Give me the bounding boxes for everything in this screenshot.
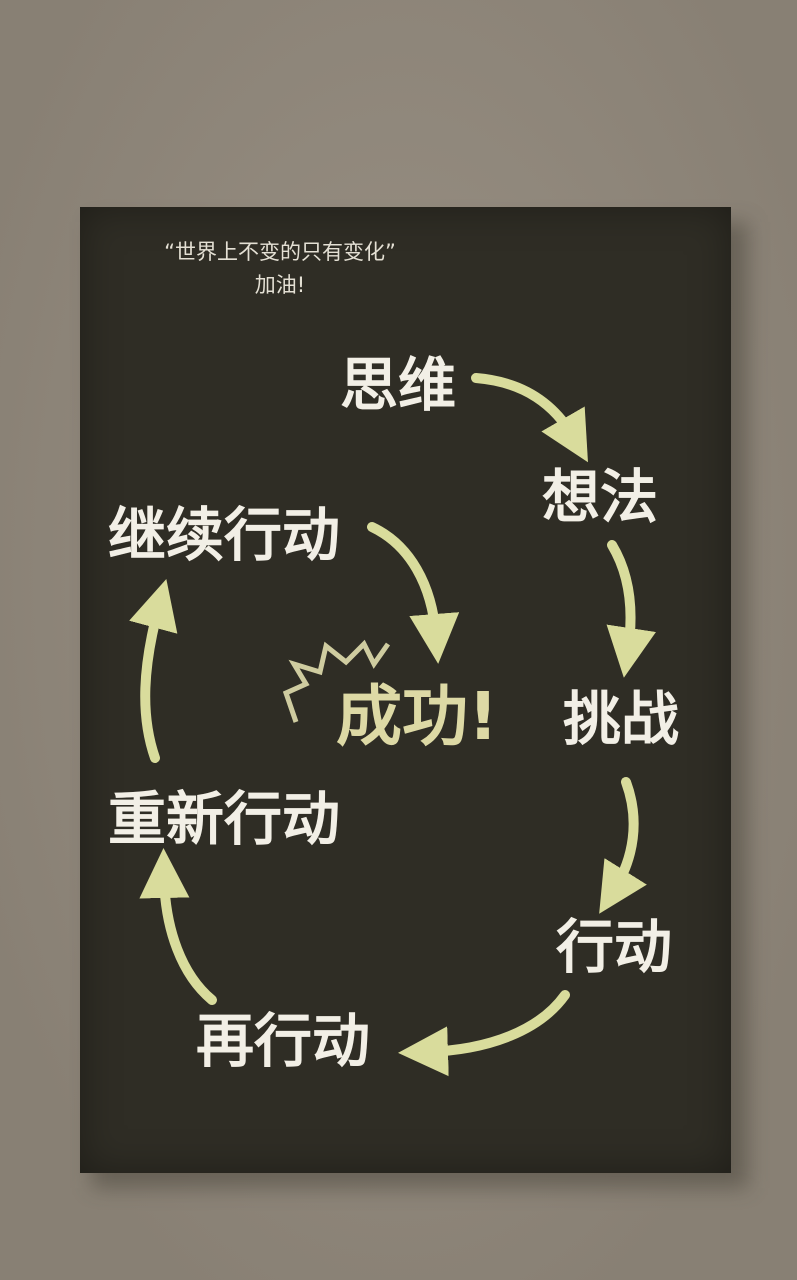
poster bbox=[80, 207, 731, 1173]
quote: “世界上不变的只有变化” 加油! bbox=[100, 236, 460, 302]
success-label: 成功! bbox=[336, 678, 499, 755]
step-act-again: 再行动 bbox=[196, 1007, 371, 1075]
burst-icon bbox=[282, 639, 391, 723]
step-idea: 想法 bbox=[542, 463, 659, 531]
curved-arrow-icon bbox=[471, 373, 588, 463]
cheer-line: 加油! bbox=[254, 273, 306, 297]
step-continue-action: 继续行动 bbox=[108, 501, 341, 569]
step-restart-action: 重新行动 bbox=[108, 785, 341, 853]
curved-arrow-icon bbox=[367, 522, 460, 664]
step-challenge: 挑战 bbox=[563, 685, 680, 753]
quote-line: “世界上不变的只有变化” bbox=[164, 240, 396, 264]
step-action: 行动 bbox=[556, 913, 673, 981]
curved-arrow-icon bbox=[398, 990, 570, 1077]
step-thinking: 思维 bbox=[340, 351, 457, 419]
curved-arrow-icon bbox=[129, 578, 178, 763]
curved-arrow-icon bbox=[599, 777, 647, 914]
curved-arrow-icon bbox=[139, 848, 217, 1005]
curved-arrow-icon bbox=[606, 540, 656, 678]
